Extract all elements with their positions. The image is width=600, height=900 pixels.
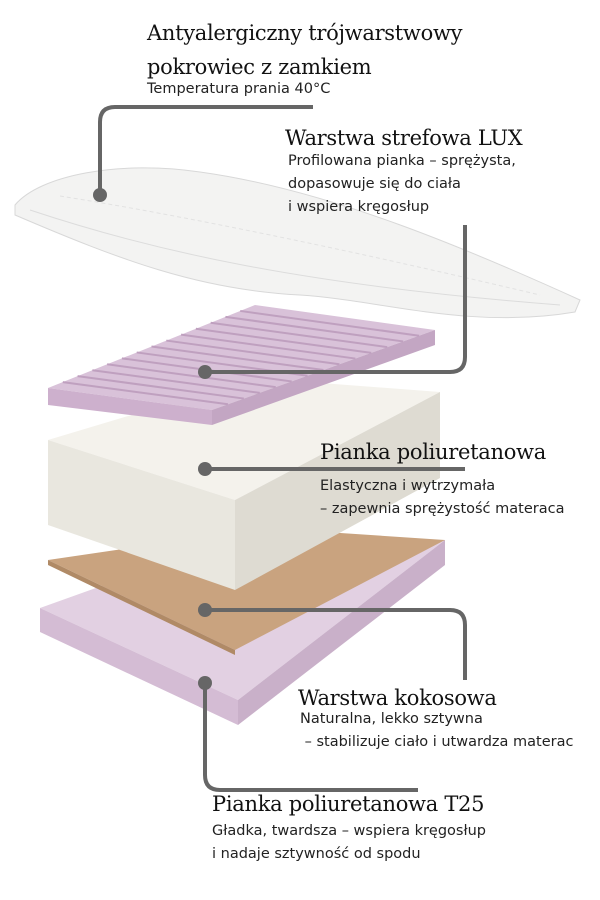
t25-desc-line: i nadaje sztywność od spodu (212, 846, 421, 862)
lux-desc-line: dopasowuje się do ciała (288, 176, 461, 192)
foam-title: Pianka poliuretanowa (320, 440, 546, 464)
layer-cover (14, 167, 581, 319)
callout-dots (93, 188, 212, 690)
rib-groove (195, 327, 372, 354)
foam-desc-line: – zapewnia sprężystość materaca (320, 501, 565, 517)
lux-desc-line: Profilowana pianka – sprężysta, (288, 153, 516, 169)
rib-groove (92, 369, 260, 394)
t25-desc-line: Gładka, twardsza – wspiera kręgosłup (212, 823, 486, 839)
cover-title: Antyalergiczny trójwarstwowy pokrowiec z… (147, 16, 462, 84)
layer-lux-zone (48, 305, 435, 425)
coconut-desc: Naturalna, lekko sztywna – stabilizuje c… (300, 708, 573, 754)
lux-title: Warstwa strefowa LUX (285, 126, 523, 150)
layer-polyurethane-foam (48, 378, 440, 590)
t25-desc: Gładka, twardsza – wspiera kręgosłup i n… (212, 820, 486, 866)
cover-title-line: Antyalergiczny trójwarstwowy (147, 21, 463, 45)
rib-groove (240, 309, 420, 337)
lux-desc: Profilowana pianka – sprężysta, dopasowu… (288, 150, 516, 219)
rib-groove (77, 375, 244, 400)
rib-groove (180, 333, 356, 360)
callout-lines (98, 105, 467, 792)
coconut-desc-line: – stabilizuje ciało i utwardza materac (300, 734, 574, 750)
rib-groove (107, 363, 276, 389)
coconut-title: Warstwa kokosowa (298, 686, 497, 710)
foam-desc-line: Elastyczna i wytrzymała (320, 478, 496, 494)
rib-groove (225, 315, 404, 343)
t25-title: Pianka poliuretanowa T25 (212, 792, 485, 816)
cover-title-line: pokrowiec z zamkiem (147, 55, 372, 79)
cover-desc: Temperatura prania 40°C (147, 81, 331, 97)
foam-desc: Elastyczna i wytrzymała – zapewnia spręż… (320, 475, 564, 521)
rib-groove (151, 345, 324, 371)
rib-groove (62, 381, 229, 406)
lux-desc-line: i wspiera kręgosłup (288, 199, 430, 215)
rib-groove (210, 321, 388, 349)
rib-groove (166, 339, 340, 366)
coconut-desc-line: Naturalna, lekko sztywna (300, 711, 483, 727)
